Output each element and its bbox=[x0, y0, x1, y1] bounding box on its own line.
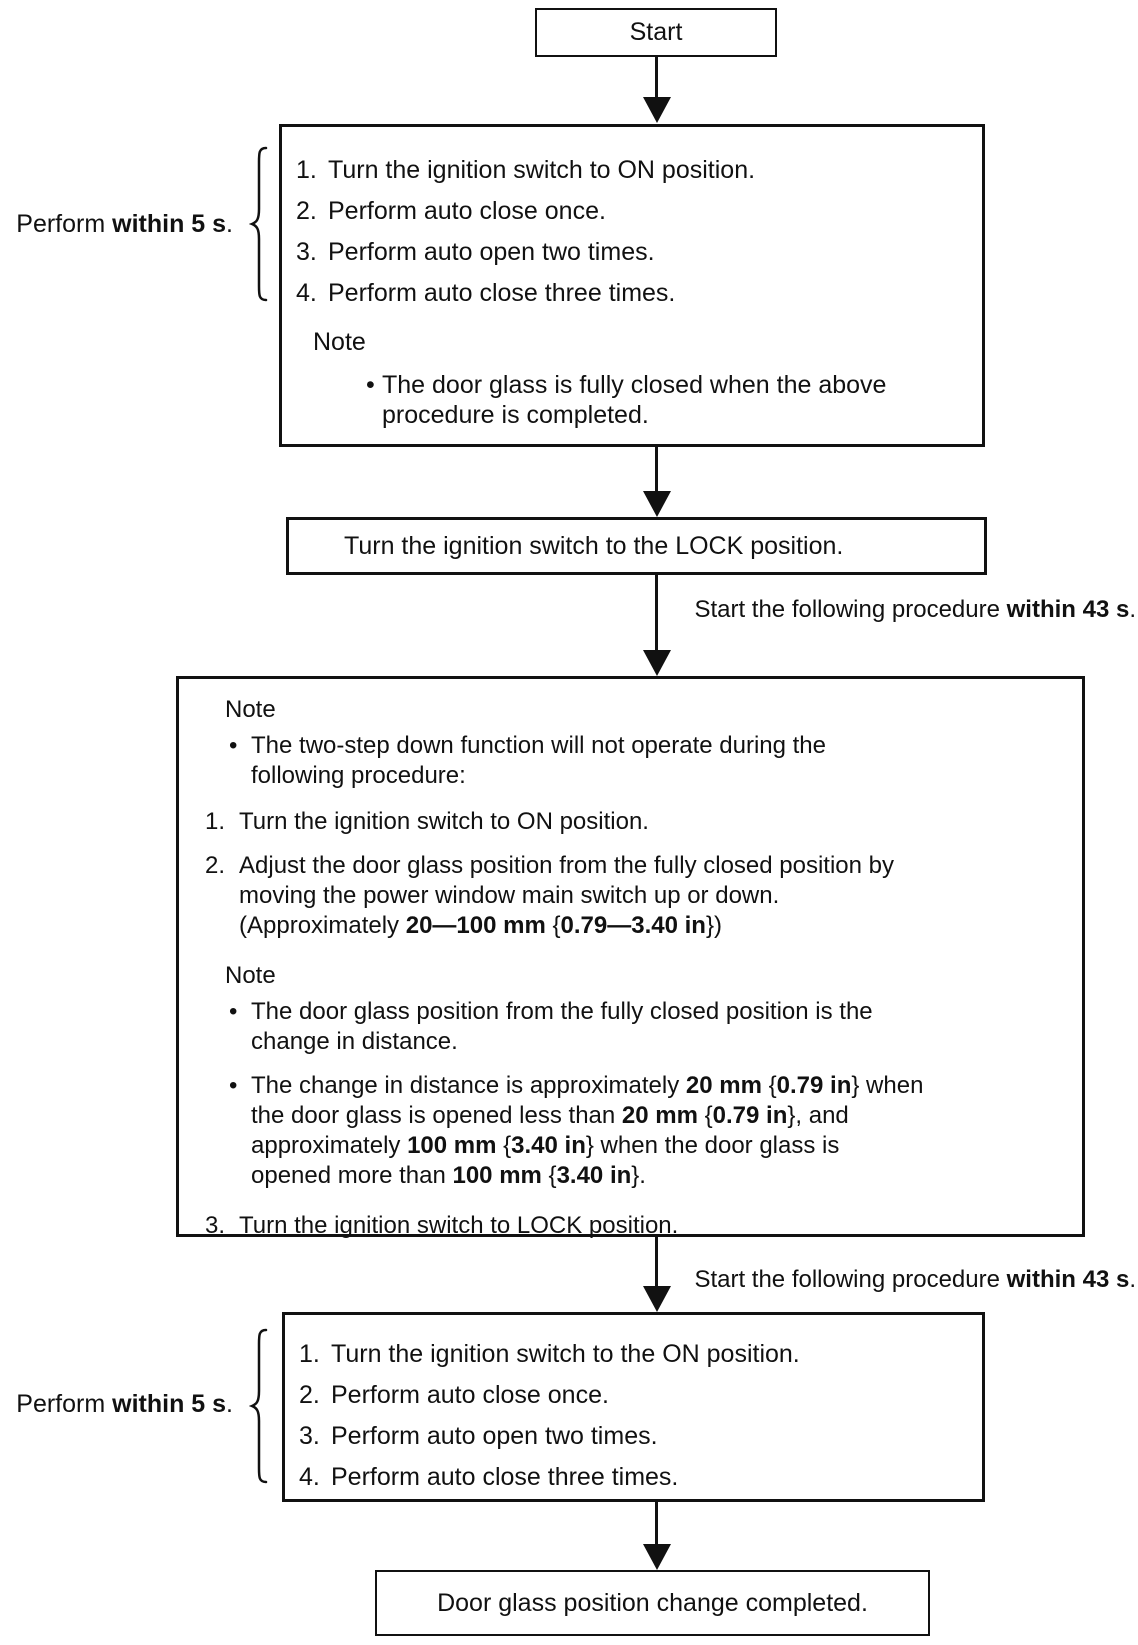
step-text: Turn the ignition switch to ON position. bbox=[328, 156, 756, 184]
down-arrow-icon bbox=[655, 575, 658, 650]
start-node: Start bbox=[535, 8, 777, 57]
procedure-step: 3. Perform auto open two times. bbox=[296, 239, 962, 266]
curly-brace-icon bbox=[249, 1328, 268, 1484]
down-arrow-icon bbox=[655, 57, 658, 97]
step-text: Turn the ignition switch to LOCK positio… bbox=[239, 1212, 679, 1239]
step-number: 3. bbox=[205, 1212, 226, 1239]
bullet-icon: • bbox=[229, 998, 238, 1025]
step-number: 1. bbox=[299, 1340, 320, 1368]
step-number: 2. bbox=[296, 197, 317, 225]
perform-within-5s-label-top: Perform within 5 s. bbox=[16, 210, 233, 238]
step-text: Turn the ignition switch to the ON posit… bbox=[331, 1340, 800, 1368]
completion-label: Door glass position change completed. bbox=[437, 1588, 868, 1617]
step-number: 1. bbox=[296, 156, 317, 184]
step-number: 3. bbox=[299, 1422, 320, 1450]
lock-ignition-box: Turn the ignition switch to the LOCK pos… bbox=[286, 517, 987, 575]
procedure-step: 3. Perform auto open two times. bbox=[299, 1423, 962, 1450]
procedure-step: 1. Turn the ignition switch to the ON po… bbox=[299, 1341, 962, 1368]
step-text: Turn the ignition switch to ON position. bbox=[239, 808, 649, 835]
bullet-icon: • bbox=[229, 732, 238, 759]
step-text: Perform auto open two times. bbox=[328, 238, 655, 266]
step-text: Perform auto close once. bbox=[331, 1381, 609, 1409]
step-text: Perform auto close three times. bbox=[328, 279, 676, 307]
procedure-step: 4. Perform auto close three times. bbox=[296, 280, 962, 307]
step-text: Perform auto open two times. bbox=[331, 1422, 658, 1450]
note-bullet: • The door glass position from the fully… bbox=[229, 997, 1058, 1057]
main-procedure-box: Note • The two-step down function will n… bbox=[176, 676, 1085, 1239]
note-title: Note bbox=[225, 696, 276, 723]
start-label: Start bbox=[629, 18, 683, 46]
step-text: Perform auto close once. bbox=[328, 197, 606, 225]
note-bullet: • The two-step down function will not op… bbox=[229, 731, 1058, 791]
note-text: The door glass position from the fully c… bbox=[251, 998, 873, 1055]
procedure-step-box-1: 1. Turn the ignition switch to ON positi… bbox=[279, 124, 985, 447]
step-number: 2. bbox=[299, 1381, 320, 1409]
down-arrow-icon bbox=[655, 447, 658, 491]
bullet-icon: • bbox=[366, 371, 375, 399]
note-title: Note bbox=[313, 328, 366, 356]
note-bullet: • The door glass is fully closed when th… bbox=[366, 370, 962, 430]
step-number: 1. bbox=[205, 808, 226, 835]
note-text: The door glass is fully closed when the … bbox=[382, 371, 887, 429]
start-within-43s-label-2: Start the following procedure within 43 … bbox=[694, 1266, 1136, 1293]
step-number: 3. bbox=[296, 238, 317, 266]
procedure-step: 1. Turn the ignition switch to ON positi… bbox=[296, 157, 962, 184]
note-text: The two-step down function will not oper… bbox=[251, 732, 827, 789]
lock-ignition-label: Turn the ignition switch to the LOCK pos… bbox=[344, 531, 844, 560]
down-arrow-icon bbox=[655, 1237, 658, 1286]
step-text: Perform auto close three times. bbox=[331, 1463, 679, 1491]
procedure-step: 1. Turn the ignition switch to ON positi… bbox=[205, 807, 1058, 837]
step-number: 4. bbox=[296, 279, 317, 307]
step-text: Adjust the door glass position from the … bbox=[239, 852, 895, 939]
procedure-step: 2. Perform auto close once. bbox=[299, 1382, 962, 1409]
bullet-icon: • bbox=[229, 1072, 238, 1099]
procedure-step: 3. Turn the ignition switch to LOCK posi… bbox=[205, 1211, 1058, 1241]
procedure-step: 2. Adjust the door glass position from t… bbox=[205, 851, 1058, 941]
note-title: Note bbox=[225, 962, 276, 989]
procedure-step-box-2: 1. Turn the ignition switch to the ON po… bbox=[282, 1312, 985, 1502]
note-bullet: • The change in distance is approximatel… bbox=[229, 1071, 1058, 1191]
completion-box: Door glass position change completed. bbox=[375, 1570, 930, 1636]
procedure-step: 2. Perform auto close once. bbox=[296, 198, 962, 225]
perform-within-5s-label-bottom: Perform within 5 s. bbox=[16, 1390, 233, 1418]
start-within-43s-label-1: Start the following procedure within 43 … bbox=[694, 596, 1136, 623]
down-arrow-icon bbox=[655, 1502, 658, 1544]
step-number: 2. bbox=[205, 852, 226, 879]
procedure-step: 4. Perform auto close three times. bbox=[299, 1464, 962, 1491]
curly-brace-icon bbox=[249, 146, 268, 302]
step-number: 4. bbox=[299, 1463, 320, 1491]
note-text: The change in distance is approximately … bbox=[251, 1072, 924, 1189]
